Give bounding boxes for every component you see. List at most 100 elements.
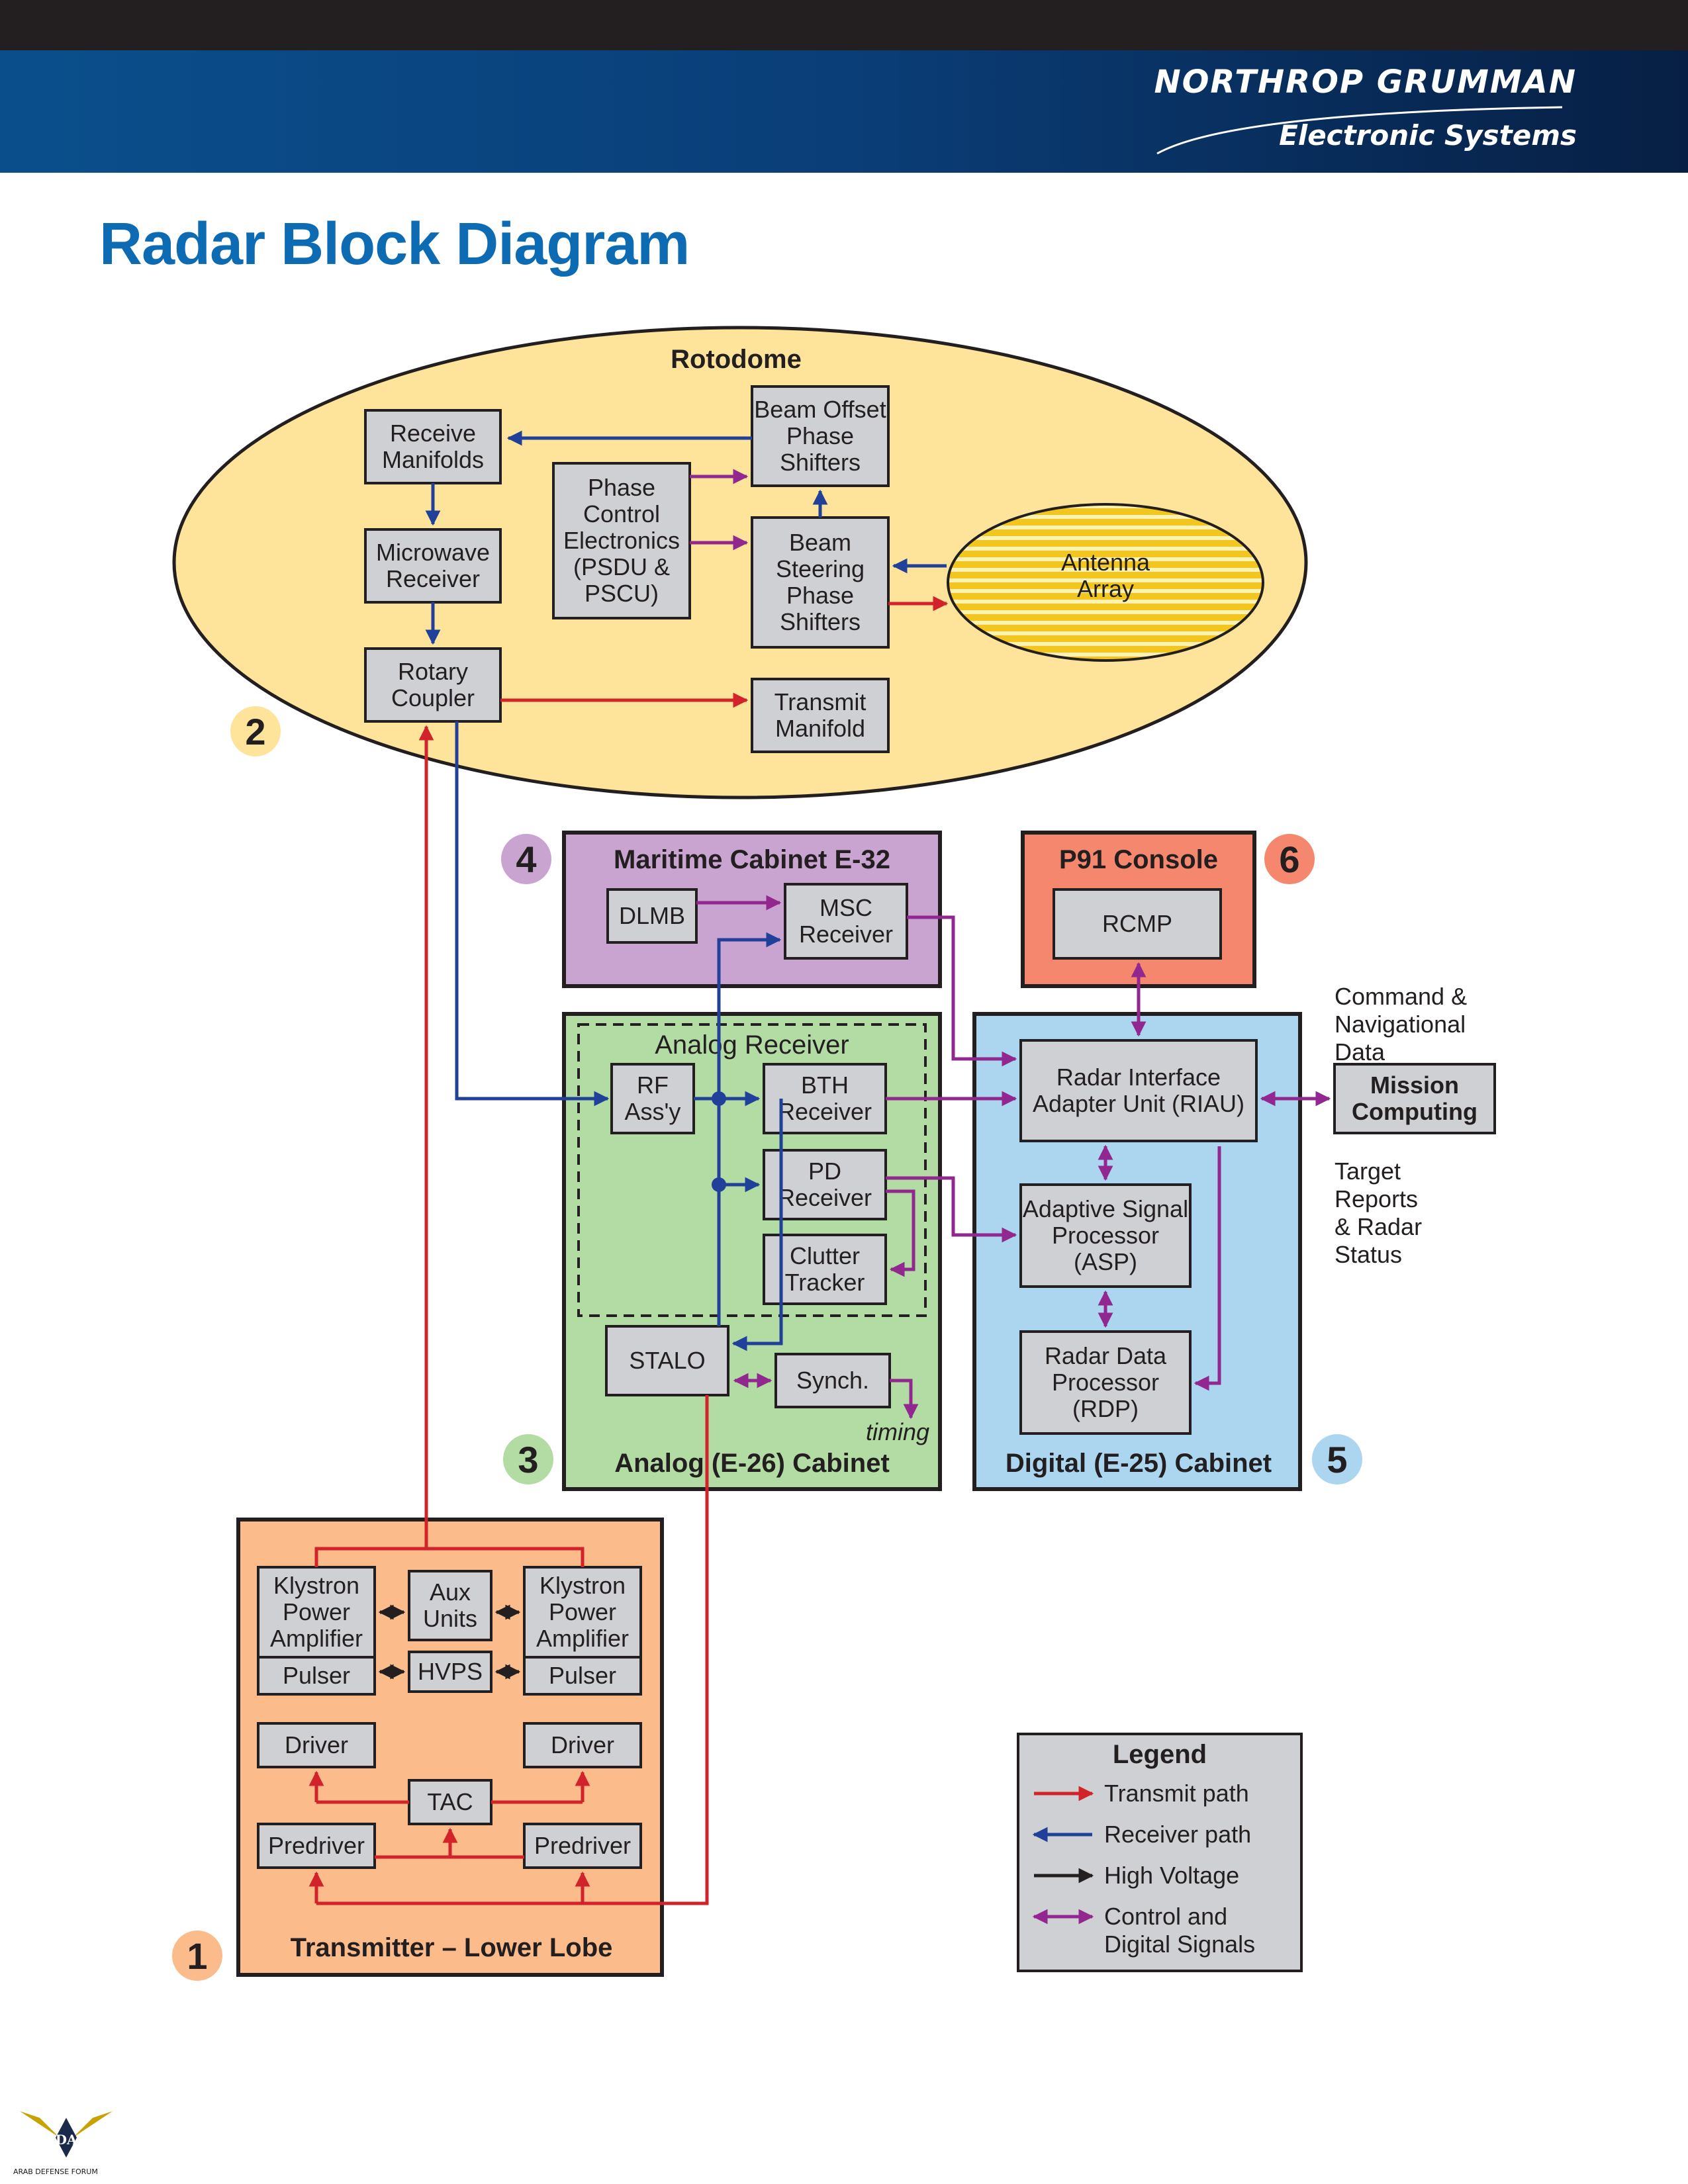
beam-offset-phase-shifters-label-line: Beam Offset [754,396,886,423]
riau-block [1019,1039,1258,1142]
legend-item-label: Receiver path [1104,1821,1251,1848]
analog-receiver-region [577,1023,927,1317]
phase-control-electronics-label-line: Phase [588,474,655,501]
driver-left-block [257,1722,376,1768]
forum-logo-mark: DA [56,2132,77,2148]
asp-label-line: Processor [1052,1222,1159,1249]
clutter-tracker-block [763,1234,887,1305]
tac-label-line: TAC [427,1788,473,1815]
region-number-5-badge [1312,1434,1362,1484]
pd-receiver-label-line: PD [808,1158,841,1185]
p91-console-label: P91 Console [1059,845,1218,874]
stalo-block [605,1325,729,1396]
forum-logo-text: ARAB DEFENSE FORUM [13,2167,98,2176]
maritime-cabinet-label: Maritime Cabinet E-32 [614,845,890,874]
tac-label: TAC [427,1788,473,1815]
rcmp-label: RCMP [1102,910,1172,937]
aux-units-label-line: Aux [430,1578,471,1606]
command-nav-data-label-line: Command & [1335,983,1467,1010]
predriver-left-block [257,1823,376,1869]
predriver-right-label-line: Predriver [534,1832,631,1859]
rcmp-block [1053,888,1222,960]
clutter-tracker-label-line: Tracker [785,1269,865,1296]
legend-item-label: High Voltage [1104,1862,1239,1889]
timing-label: timing [866,1418,929,1445]
receive-manifolds-label-line: Receive [390,420,476,447]
receive-manifolds-label-line: Manifolds [382,446,484,473]
synch-label-line: Synch. [796,1367,869,1394]
klystron-right-label-line: Klystron [539,1572,626,1599]
beam-steering-phase-shifters-label-line: Phase [786,582,854,609]
target-reports-label-line: Target [1335,1158,1401,1185]
hvps-label-line: HVPS [418,1658,483,1685]
phase-control-electronics-label-line: Electronics [563,527,680,554]
dlmb-block [606,888,698,944]
klystron-right-label-line: Power [549,1598,616,1625]
synch-label: Synch. [796,1367,869,1394]
transmit-manifold-label-line: Manifold [775,715,865,742]
beam-steering-phase-shifters-block [751,516,890,649]
asp-label-line: (ASP) [1074,1248,1137,1275]
predriver-left-label: Predriver [268,1832,365,1859]
klystron-left-block [257,1566,376,1659]
driver-right-label: Driver [551,1731,614,1758]
stalo-to-transmitter-line [316,1395,709,1905]
page-title: Radar Block Diagram [99,211,690,277]
predriver-right-label: Predriver [534,1832,631,1859]
stalo-label-line: STALO [629,1347,705,1374]
synch-block [774,1353,891,1408]
mission-computing-label-line: Computing [1352,1098,1477,1125]
top-bar [0,0,1688,50]
brand-swoosh [1156,106,1563,155]
mission-computing-block [1333,1063,1496,1134]
phase-control-electronics-block [552,462,691,619]
transmit-manifold-block [751,678,890,753]
region-number-2: 2 [245,711,265,752]
rf-assy-label-line: RF [637,1071,669,1099]
junction-dot [712,1177,726,1192]
riau-label-line: Radar Interface [1056,1064,1221,1091]
beam-offset-phase-shifters-label-line: Phase [786,422,854,449]
pulser-right-label-line: Pulser [549,1662,616,1689]
rdp-block [1019,1330,1192,1435]
hvps-label: HVPS [418,1658,483,1685]
pd-receiver-to-asp-arrow [886,1176,1017,1243]
rdp-label-line: (RDP) [1072,1395,1139,1422]
region-number-3: 3 [518,1439,538,1480]
phase-control-electronics-label-line: PSCU) [585,580,659,607]
transmitter-label: Transmitter – Lower Lobe [291,1933,613,1962]
msc-receiver-block [784,883,908,960]
pd-receiver-label-line: Receiver [778,1184,872,1211]
digital-cabinet-label: Digital (E-25) Cabinet [1006,1449,1272,1478]
rdp-label-line: Processor [1052,1369,1159,1396]
antenna-array-label-line: Antenna [1061,549,1150,576]
legend-title: Legend [1113,1740,1207,1769]
pulser-left-label-line: Pulser [283,1662,350,1689]
microwave-receiver-block [364,528,502,604]
target-reports-label-line: Status [1335,1241,1402,1268]
command-nav-data-label-line: Navigational [1335,1011,1466,1038]
target-reports-label-line: & Radar [1335,1213,1422,1240]
rdp-label-line: Radar Data [1045,1342,1167,1369]
legend-item-label: Digital Signals [1104,1931,1255,1958]
klystron-left-label-line: Amplifier [270,1625,363,1652]
pd-receiver-to-clutter-tracker-arrow [886,1189,915,1277]
region-number-1: 1 [187,1935,207,1977]
rotary-coupler-label-line: Coupler [391,684,475,711]
asp-label-line: Adaptive Signal [1023,1195,1188,1222]
driver-right-label-line: Driver [551,1731,614,1758]
rotary-coupler-to-rf-assy-arrow [455,721,610,1107]
phase-control-electronics-label-line: Control [583,500,660,527]
phase-control-electronics-label-line: (PSDU & [573,553,670,580]
